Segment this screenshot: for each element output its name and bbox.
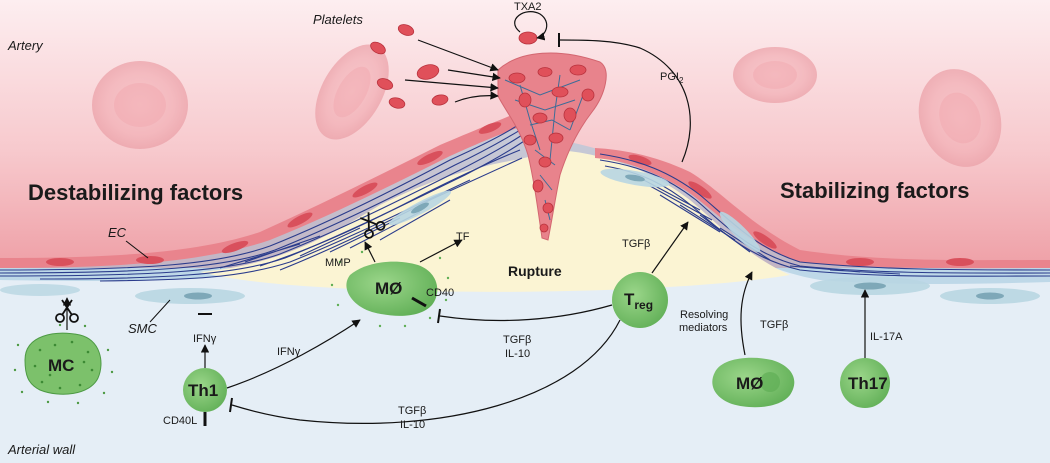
label-mmp: MMP bbox=[325, 257, 351, 269]
label-mediators: mediators bbox=[679, 322, 728, 334]
pgi2-inhibit-arc bbox=[559, 39, 691, 163]
label-rupture: Rupture bbox=[508, 263, 562, 279]
scissors-icon bbox=[359, 212, 386, 239]
label-il10-mid: IL-10 bbox=[505, 348, 530, 360]
label-tgfb-mid: TGFβ bbox=[503, 334, 531, 346]
cell-label-treg: Treg bbox=[624, 290, 653, 312]
signal-arrows bbox=[62, 221, 870, 424]
ec-pointer bbox=[125, 240, 149, 259]
label-arterial-wall: Arterial wall bbox=[7, 442, 76, 457]
mast-cell bbox=[13, 323, 114, 405]
label-destabilizing-factors: Destabilizing factors bbox=[28, 180, 243, 205]
label-platelets: Platelets bbox=[313, 12, 363, 27]
label-artery: Artery bbox=[7, 38, 44, 53]
label-tgfb-bot: TGFβ bbox=[398, 405, 426, 417]
th17-cell bbox=[840, 358, 890, 408]
label-tf: TF bbox=[456, 231, 470, 243]
cell-label-mac-right: MØ bbox=[736, 374, 763, 393]
label-il17a: IL-17A bbox=[870, 331, 903, 343]
label-cd40l: CD40L bbox=[163, 415, 197, 427]
macrophage-right bbox=[712, 357, 795, 408]
label-cd40: CD40 bbox=[426, 287, 454, 299]
macrophage-left bbox=[330, 250, 450, 328]
endothelial-cells bbox=[46, 122, 974, 266]
label-smc: SMC bbox=[128, 321, 158, 336]
cell-label-mac-left: MØ bbox=[375, 279, 402, 298]
thrombus-rbcs bbox=[508, 64, 595, 233]
platelets-group bbox=[370, 24, 538, 109]
label-il10-bot: IL-10 bbox=[400, 419, 425, 431]
treg-cell bbox=[612, 272, 668, 328]
arterial-wall bbox=[0, 268, 1050, 463]
cd40-bar bbox=[411, 296, 427, 308]
label-resolving: Resolving bbox=[680, 309, 728, 321]
platelet-arrows bbox=[404, 39, 501, 103]
smooth-muscle-cells bbox=[0, 168, 1040, 304]
label-pgi2: PGI2 bbox=[660, 71, 684, 85]
inhibition-bars bbox=[198, 308, 441, 413]
label-tgfb-mac-right: TGFβ bbox=[760, 319, 788, 331]
label-stabilizing-factors: Stabilizing factors bbox=[780, 178, 969, 203]
label-ifng-up: IFNγ bbox=[193, 333, 217, 345]
label-tgfb-treg: TGFβ bbox=[622, 238, 650, 250]
th1-cell bbox=[183, 368, 227, 412]
scissors-icon bbox=[55, 299, 79, 323]
endothelium bbox=[0, 108, 535, 268]
smc-pointer bbox=[149, 299, 171, 323]
label-ifng-mac: IFNγ bbox=[277, 346, 301, 358]
cell-label-th1: Th1 bbox=[188, 381, 218, 400]
label-txa2: TXA2 bbox=[514, 1, 542, 13]
label-ec: EC bbox=[108, 225, 127, 240]
txa2-loop-arrow bbox=[514, 11, 548, 41]
cell-label-th17: Th17 bbox=[848, 374, 888, 393]
lumen-rbcs bbox=[92, 44, 1002, 167]
cell-label-mc: MC bbox=[48, 356, 74, 375]
